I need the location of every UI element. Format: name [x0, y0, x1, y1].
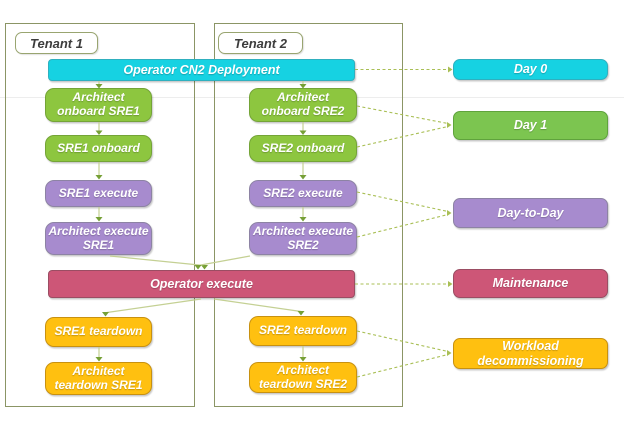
- tenant1-label: Tenant 1: [15, 32, 98, 54]
- legend-maintenance: Maintenance: [453, 269, 608, 298]
- flow-box-sre2-onboard: SRE2 onboard: [249, 135, 357, 162]
- flow-box-sre1-teardown: SRE1 teardown: [45, 317, 152, 347]
- flow-box-sre1-onboard: SRE1 onboard: [45, 135, 152, 162]
- legend-workload-decommissioning: Workload decommissioning: [453, 338, 608, 369]
- operator-execute-bar: Operator execute: [48, 270, 355, 298]
- flow-box-sre2-teardown: SRE2 teardown: [249, 316, 357, 346]
- flow-box-sre1-execute: SRE1 execute: [45, 180, 152, 207]
- flow-box-architect-teardown-sre2: Architect teardown SRE2: [249, 362, 357, 393]
- flow-box-architect-execute-sre2: Architect execute SRE2: [249, 222, 357, 255]
- flow-box-architect-execute-sre1: Architect execute SRE1: [45, 222, 152, 255]
- flow-box-sre2-execute: SRE2 execute: [249, 180, 357, 207]
- tenant2-label: Tenant 2: [218, 32, 303, 54]
- legend-day0: Day 0: [453, 59, 608, 80]
- flow-box-architect-onboard-sre2: Architect onboard SRE2: [249, 88, 357, 122]
- legend-day1: Day 1: [453, 111, 608, 140]
- flow-box-architect-onboard-sre1: Architect onboard SRE1: [45, 88, 152, 122]
- tenant1-container: [5, 23, 195, 407]
- legend-day-to-day: Day-to-Day: [453, 198, 608, 228]
- operator-cn2-deployment-bar: Operator CN2 Deployment: [48, 59, 355, 81]
- flow-box-architect-teardown-sre1: Architect teardown SRE1: [45, 362, 152, 395]
